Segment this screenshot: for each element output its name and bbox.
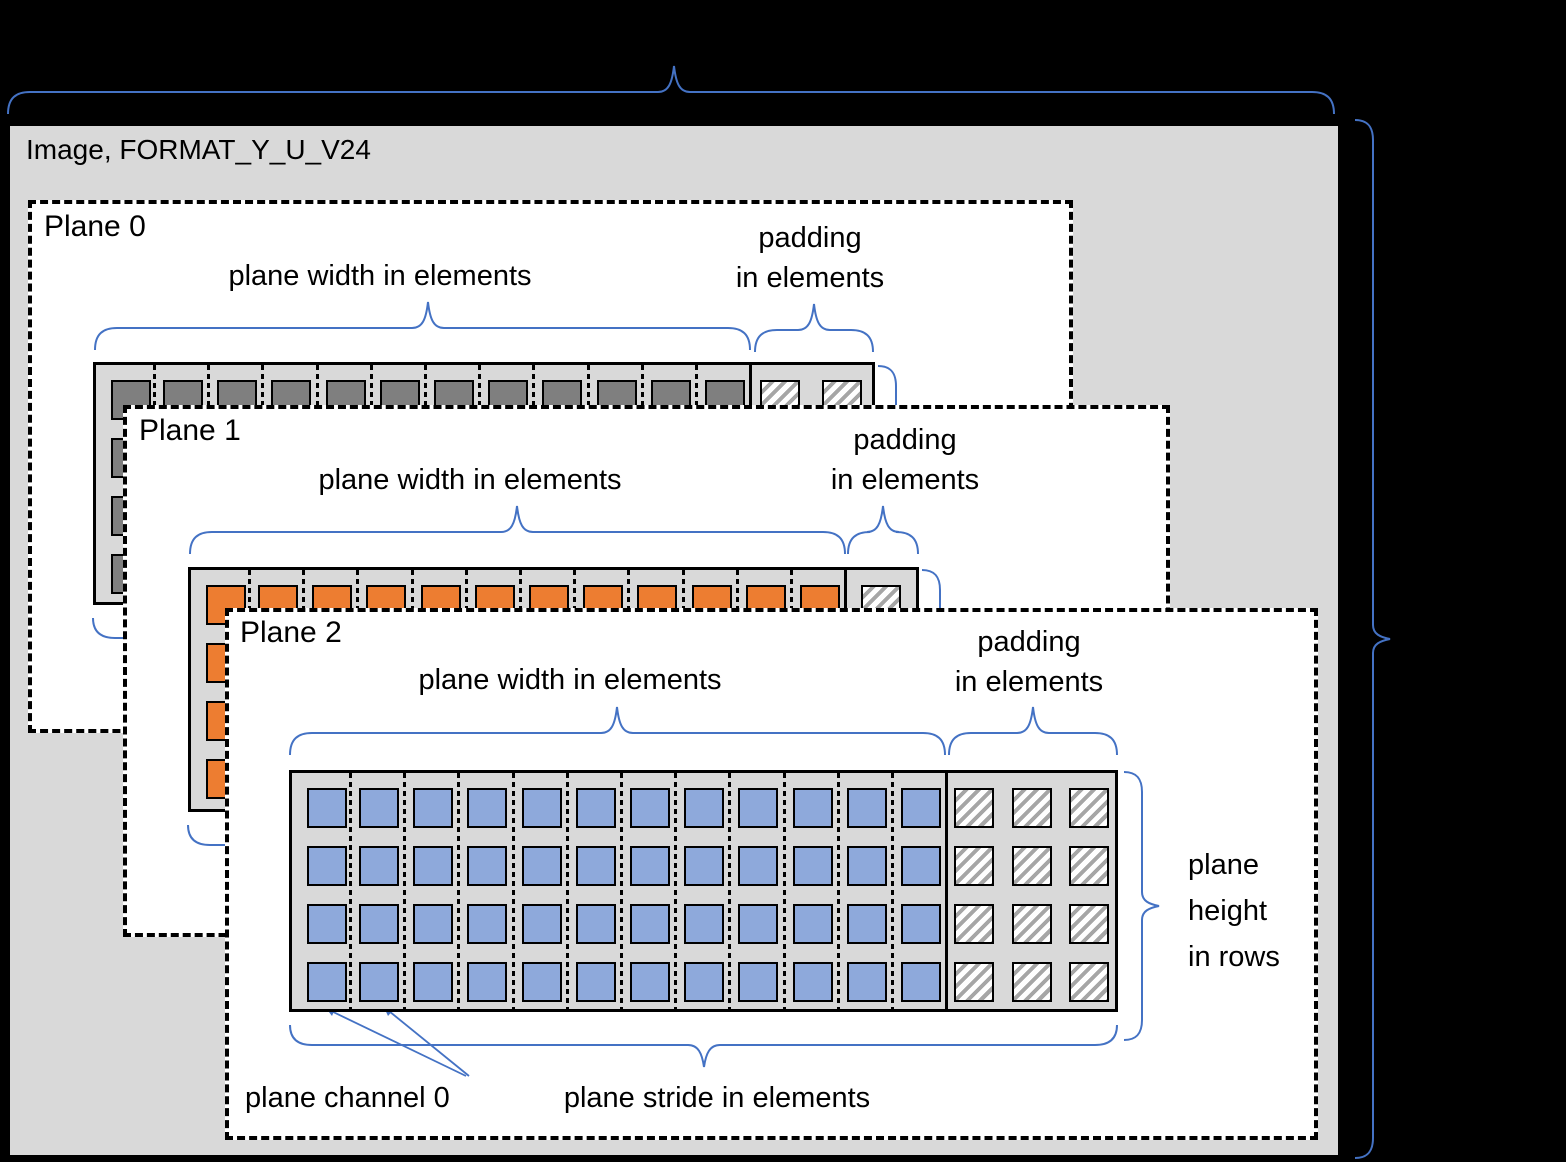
plane-element	[684, 904, 725, 944]
plane-element	[467, 904, 508, 944]
plane-element	[467, 846, 508, 886]
plane2-height-label-line1: plane	[1188, 849, 1259, 881]
plane-element	[575, 788, 616, 828]
plane-element	[846, 962, 887, 1002]
padding-element	[953, 904, 994, 944]
plane2-title: Plane 2	[240, 616, 342, 649]
padding-element	[1011, 788, 1052, 828]
plane-element	[901, 846, 941, 886]
plane2-padding-label-line2: in elements	[954, 666, 1104, 698]
plane-element	[846, 846, 887, 886]
plane-element	[792, 962, 833, 1002]
plane-element	[630, 846, 670, 886]
plane-element	[792, 904, 833, 944]
plane-element	[630, 962, 670, 1002]
plane-element	[413, 904, 454, 944]
plane-element	[413, 846, 454, 886]
plane-element	[307, 788, 347, 828]
plane-element	[467, 962, 508, 1002]
plane-element	[359, 788, 399, 828]
column-separator	[782, 773, 786, 1009]
column-separator	[457, 773, 461, 1009]
padding-element	[1011, 962, 1052, 1002]
column-separator	[403, 773, 407, 1009]
plane-element	[738, 962, 779, 1002]
plane2-height-label-line3: in rows	[1188, 941, 1280, 973]
column-separator	[620, 773, 623, 1009]
plane-element	[738, 788, 779, 828]
plane1-title: Plane 1	[139, 414, 241, 447]
plane0-padding-label-line2: in elements	[735, 262, 885, 294]
column-separator	[674, 773, 678, 1009]
padding-element	[953, 846, 994, 886]
plane-element	[901, 904, 941, 944]
padding-element	[953, 962, 994, 1002]
plane-element	[901, 962, 941, 1002]
plane0-title: Plane 0	[44, 210, 146, 243]
plane-element	[684, 846, 725, 886]
column-separator	[728, 773, 732, 1009]
plane-element	[521, 846, 562, 886]
plane-element	[413, 962, 454, 1002]
column-separator	[511, 773, 515, 1009]
plane2-height-label: plane height in rows	[1188, 842, 1280, 980]
plane2-width-label: plane width in elements	[418, 664, 722, 696]
plane2-channel-label: plane channel 0	[245, 1082, 450, 1114]
column-separator	[565, 773, 569, 1009]
plane-element	[575, 846, 616, 886]
plane-element	[630, 788, 670, 828]
plane-element	[359, 904, 399, 944]
plane-element	[307, 846, 347, 886]
plane2-padding-label-line1: padding	[977, 626, 1081, 658]
padding-element	[1069, 846, 1110, 886]
plane1-width-label: plane width in elements	[318, 464, 622, 496]
plane-element	[846, 904, 887, 944]
plane-element	[359, 846, 399, 886]
plane2-padding-label: padding in elements	[899, 622, 1159, 702]
plane0-padding-label-line1: padding	[758, 222, 862, 254]
plane-element	[792, 788, 833, 828]
plane2-height-label-line2: height	[1188, 895, 1268, 927]
image-title: Image, FORMAT_Y_U_V24	[26, 134, 371, 165]
plane2-strip	[289, 770, 1118, 1012]
plane-element	[521, 788, 562, 828]
plane2-stride-label: plane stride in elements	[563, 1082, 871, 1114]
padding-element	[1011, 904, 1052, 944]
plane0-padding-label: padding in elements	[680, 218, 940, 298]
padding-element	[1011, 846, 1052, 886]
plane-element	[738, 904, 779, 944]
plane-element	[684, 788, 725, 828]
column-separator	[349, 773, 352, 1009]
plane-element	[307, 904, 347, 944]
plane-element	[307, 962, 347, 1002]
plane-element	[575, 904, 616, 944]
plane-element	[467, 788, 508, 828]
plane-element	[738, 846, 779, 886]
plane-element	[684, 962, 725, 1002]
padding-element	[953, 788, 994, 828]
padding-divider-line	[945, 773, 948, 1009]
padding-element	[1069, 962, 1110, 1002]
plane-element	[521, 962, 562, 1002]
plane0-width-label: plane width in elements	[228, 260, 532, 292]
plane-element	[792, 846, 833, 886]
padding-element	[1069, 904, 1110, 944]
plane-element	[630, 904, 670, 944]
plane-element	[901, 788, 941, 828]
plane-element	[521, 904, 562, 944]
column-separator	[891, 773, 894, 1009]
plane-element	[413, 788, 454, 828]
padding-element	[1069, 788, 1110, 828]
plane-element	[846, 788, 887, 828]
plane-element	[575, 962, 616, 1002]
column-separator	[836, 773, 840, 1009]
plane-element	[359, 962, 399, 1002]
